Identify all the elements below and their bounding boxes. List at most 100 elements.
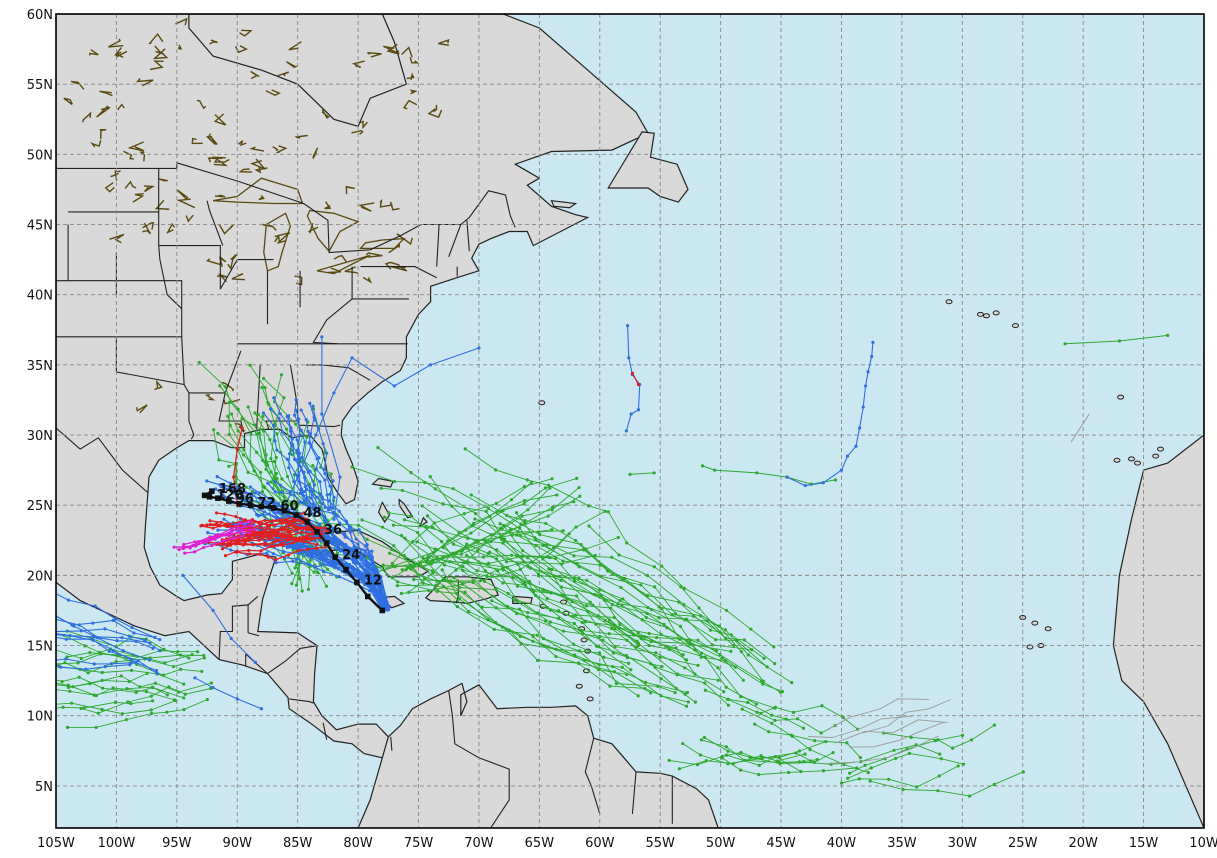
track-point — [248, 485, 252, 489]
track-point — [60, 679, 64, 684]
track-point — [561, 629, 566, 633]
track-point — [285, 546, 290, 550]
track-point — [520, 514, 524, 518]
track-206 — [177, 524, 254, 552]
track-point — [627, 661, 631, 665]
track-point — [51, 613, 54, 616]
track-point — [274, 561, 278, 565]
lake-47 — [294, 134, 308, 139]
track-point — [857, 777, 861, 781]
track-point — [686, 700, 690, 704]
track-point — [272, 396, 276, 400]
border-40 — [466, 220, 470, 252]
island-16 — [1152, 453, 1160, 459]
track-point — [415, 540, 419, 544]
track-point — [292, 501, 296, 505]
track-point — [259, 535, 263, 539]
track-point — [234, 540, 238, 544]
track-point — [848, 771, 852, 775]
track-100 — [56, 698, 178, 716]
track-point — [282, 528, 286, 532]
track-line — [389, 552, 684, 656]
track-point — [797, 760, 801, 764]
track-point — [324, 584, 328, 588]
track-158 — [269, 407, 318, 510]
track-point — [508, 528, 512, 532]
track-point — [35, 663, 38, 666]
track-35 — [440, 568, 677, 695]
track-point — [652, 471, 656, 475]
track-point — [66, 598, 71, 602]
track-201 — [630, 371, 641, 387]
track-point — [322, 467, 327, 471]
track-19 — [405, 566, 629, 676]
track-point — [279, 542, 284, 546]
border-9 — [289, 698, 314, 704]
track-157 — [292, 398, 327, 510]
track-point — [863, 763, 867, 767]
lon-tick-label: 45W — [766, 836, 796, 851]
track-166 — [284, 346, 481, 507]
track-point — [241, 534, 246, 538]
track-point — [182, 696, 186, 700]
landmass-nova-scotia-pei — [550, 199, 578, 209]
track-point — [729, 649, 733, 654]
track-point — [473, 517, 477, 521]
track-point — [76, 661, 80, 665]
track-point — [283, 500, 287, 504]
track-point — [702, 735, 707, 740]
track-point — [452, 542, 456, 546]
track-point — [785, 475, 789, 479]
lake-19 — [401, 46, 413, 58]
lake-104 — [362, 276, 373, 284]
track-point — [652, 565, 656, 569]
track-point — [193, 676, 197, 680]
lake-72 — [143, 185, 156, 193]
track-point — [26, 681, 29, 684]
track-point — [61, 705, 65, 709]
track-point — [66, 685, 70, 690]
track-point — [241, 543, 245, 547]
track-point — [114, 617, 118, 621]
track-point — [808, 748, 812, 752]
track-point — [269, 544, 273, 548]
track-point — [311, 531, 315, 535]
track-point — [315, 526, 319, 530]
lon-tick-label: 70W — [464, 836, 494, 851]
track-point — [257, 491, 261, 495]
track-point — [603, 509, 607, 513]
track-line — [407, 567, 627, 675]
track-118 — [628, 471, 656, 476]
island-22 — [945, 299, 953, 305]
track-line — [210, 519, 309, 535]
track-point — [167, 685, 171, 689]
track-point — [226, 532, 230, 536]
track-point — [274, 557, 278, 562]
consensus-hour-label: 36 — [324, 523, 342, 538]
track-point — [275, 432, 279, 436]
consensus-hour-label: 120 — [216, 488, 243, 503]
track-113 — [56, 685, 169, 697]
track-point — [696, 638, 700, 642]
track-point — [121, 649, 125, 653]
track-point — [504, 560, 509, 564]
track-point — [487, 561, 491, 565]
border-24 — [256, 364, 261, 430]
track-point — [459, 552, 463, 556]
track-point — [219, 520, 223, 524]
track-point — [670, 613, 674, 617]
track-point — [235, 697, 239, 701]
track-point — [412, 577, 416, 582]
island-13 — [1044, 626, 1052, 632]
track-point — [1063, 342, 1067, 346]
track-point — [685, 690, 690, 695]
track-point — [88, 651, 92, 655]
track-point — [729, 633, 733, 637]
track-point — [861, 405, 865, 409]
track-point — [79, 706, 83, 711]
track-point — [229, 412, 234, 416]
track-point — [611, 651, 616, 655]
track-point — [588, 600, 592, 604]
track-point — [516, 530, 520, 534]
track-point — [765, 665, 769, 669]
